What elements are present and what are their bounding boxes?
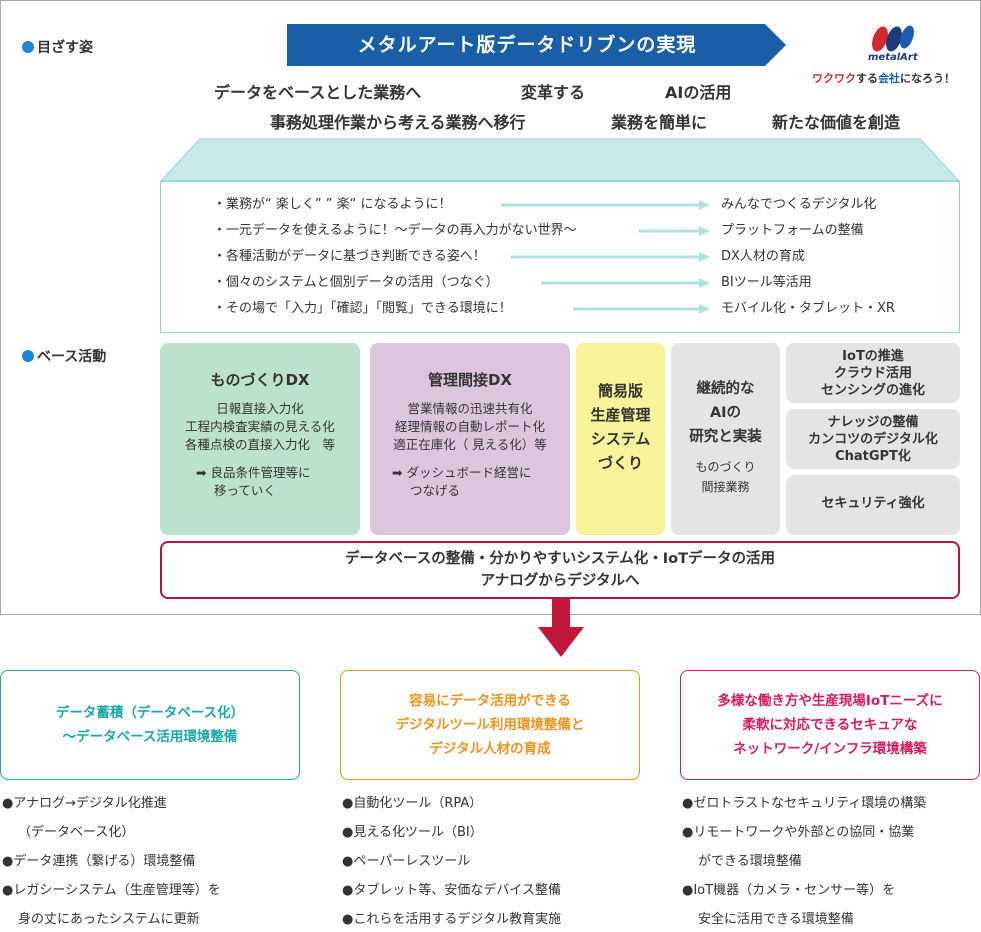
list-item: ●タブレット等、安価なデバイス整備 <box>342 883 561 898</box>
card-kanri-dx: 管理間接DX 営業情報の迅速共有化 経理情報の自動レポート化 適正在庫化（ 見え… <box>370 343 570 535</box>
vision-bullet: ・個々のシステムと個別データの活用（つなぐ） <box>213 275 499 290</box>
list-item: ●自動化ツール（RPA） <box>342 796 483 811</box>
goal-text: データをベースとした業務へ <box>214 83 422 102</box>
vision-banner: メタルアート版データドリブンの実現 <box>287 24 787 66</box>
card-knowledge: ナレッジの整備 カンコツのデジタル化 ChatGPT化 <box>786 409 960 469</box>
list-item: ●アナログ→デジタル化推進 <box>2 796 167 811</box>
outcome-box-tools: 容易にデータ活用ができる デジタルツール利用環境整備と デジタル人材の育成 <box>340 670 640 780</box>
list-item: ●レガシーシステム（生産管理等）を <box>2 883 221 898</box>
arrow-right-icon <box>573 304 710 314</box>
vision-bullets-box: ・業務が“ 楽しく” ” 楽“ になるように！ みんなでつくるデジタル化 ・一元… <box>160 181 960 333</box>
card-monozukuri-dx: ものづくりDX 日報直接入力化 工程内検査実績の見える化 各種点検の直接入力化 … <box>160 343 360 535</box>
base-section-label: ベース活動 <box>22 346 106 366</box>
vision-result: DX人材の育成 <box>721 249 805 264</box>
outcome-list-data: ●アナログ→デジタル化推進 （データベース化） ●データ連携（繋げる）環境整備 … <box>2 789 298 932</box>
goal-section-label: 目ざす姿 <box>22 37 93 57</box>
list-item: ●ペーパーレスツール <box>342 854 471 869</box>
list-item: ●リモートワークや外部との協同・協業 <box>682 825 915 840</box>
list-item: ●IoT機器（カメラ・センサー等）を <box>682 883 896 898</box>
goal-text: AIの活用 <box>665 83 732 102</box>
card-ai-research: 継続的な AIの 研究と実装 ものづくり 間接業務 <box>671 343 780 535</box>
vision-bullet: ・一元データを使えるように！〜データの再入力がない世界〜 <box>213 223 577 238</box>
vision-result: みんなでつくるデジタル化 <box>721 197 877 212</box>
card-iot: IoTの推進 クラウド活用 センシングの進化 <box>786 343 960 403</box>
goal-text: 事務処理作業から考える業務へ移行 <box>270 113 526 132</box>
banner-arrow-shape <box>287 24 786 66</box>
arrow-right-icon <box>541 278 710 288</box>
list-item: ●これらを活用するデジタル教育実施 <box>342 912 562 927</box>
logo-tagline: ワクワクする会社になろう！ <box>812 72 955 85</box>
list-item: ●見える化ツール（BI） <box>342 825 483 840</box>
outcome-box-network: 多様な働き方や生産現場IoTニーズに 柔軟に対応できるセキュアな ネットワーク/… <box>680 670 980 780</box>
goal-text: 新たな価値を創造 <box>772 113 901 132</box>
card-security: セキュリティ強化 <box>786 475 960 535</box>
list-item: 身の丈にあったシステムに更新 <box>18 912 200 927</box>
list-item: ●データ連携（繋げる）環境整備 <box>2 854 196 869</box>
outcome-list-network: ●ゼロトラストなセキュリティ環境の構築 ●リモートワークや外部との協同・協業 が… <box>682 789 980 932</box>
arrow-right-icon <box>501 200 710 210</box>
logo-wordmark: metalArt <box>868 52 918 63</box>
arrow-right-icon <box>511 252 710 262</box>
goal-text: 業務を簡単に <box>611 113 708 132</box>
roof-shape <box>160 138 960 182</box>
vision-result: BIツール等活用 <box>721 275 812 290</box>
down-arrow-icon <box>538 599 584 657</box>
card-kani-seisan: 簡易版 生産管理 システム づくり <box>576 343 665 535</box>
vision-result: プラットフォームの整備 <box>721 223 864 238</box>
bullet-dot-icon <box>22 350 34 362</box>
list-item: ●ゼロトラストなセキュリティ環境の構築 <box>682 796 927 811</box>
outcome-list-tools: ●自動化ツール（RPA） ●見える化ツール（BI） ●ペーパーレスツール ●タブ… <box>342 789 638 932</box>
vision-bullet: ・業務が“ 楽しく” ” 楽“ になるように！ <box>213 197 452 212</box>
vision-result: モバイル化・タブレット・XR <box>721 301 895 316</box>
arrow-right-icon <box>639 226 710 236</box>
list-item: ができる環境整備 <box>698 854 802 869</box>
company-logo: metalArt ワクワクする会社になろう！ <box>812 24 972 88</box>
bullet-dot-icon <box>22 41 34 53</box>
banner-title: メタルアート版データドリブンの実現 <box>357 34 697 56</box>
outcome-box-data: データ蓄積（データベース化） 〜データベース活用環境整備 <box>0 670 300 780</box>
vision-bullet: ・各種活動がデータに基づき判断できる姿へ！ <box>213 249 486 264</box>
goal-text: 変革する <box>521 83 586 102</box>
logo-mark-icon <box>872 25 914 52</box>
base-foundation-bar: データベースの整備・分かりやすいシステム化・IoTデータの活用 アナログからデジ… <box>160 541 960 599</box>
list-item: 安全に活用できる環境整備 <box>698 912 854 927</box>
list-item: （データベース化） <box>18 825 135 840</box>
vision-bullet: ・その場で「入力」「確認」「閲覧」できる環境に！ <box>213 301 512 316</box>
